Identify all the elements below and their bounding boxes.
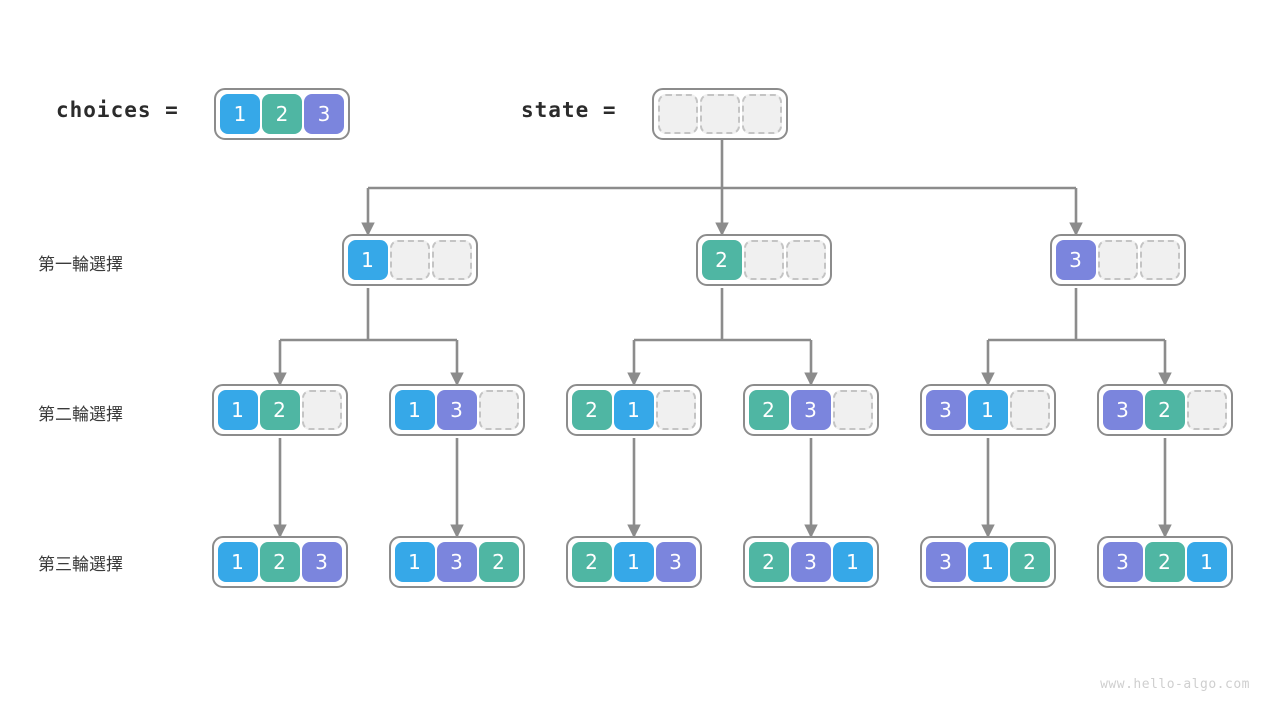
round-2-n3-cell-empty bbox=[655, 390, 696, 430]
round-2-n2-cell-1: 1 bbox=[394, 390, 435, 430]
round-2-n1-cell-1: 1 bbox=[217, 390, 258, 430]
round-2-n5-cell-3: 3 bbox=[925, 390, 966, 430]
round-2-n4-cell-empty bbox=[832, 390, 873, 430]
state-array-round-1-node-3: 3 bbox=[1049, 234, 1186, 286]
round-2-n4-cell-3: 3 bbox=[790, 390, 831, 430]
watermark: www.hello-algo.com bbox=[1100, 677, 1250, 692]
round-3-n1-cell-1: 1 bbox=[217, 542, 258, 582]
round-2-n3-cell-1: 1 bbox=[613, 390, 654, 430]
state-cell-empty bbox=[700, 94, 740, 134]
round-3-n2-cell-1: 1 bbox=[394, 542, 435, 582]
state-label: state = bbox=[521, 98, 617, 122]
round-2-n6-cell-3: 3 bbox=[1102, 390, 1143, 430]
round-2-n1-cell-2: 2 bbox=[259, 390, 300, 430]
round-2-n3-cell-2: 2 bbox=[571, 390, 612, 430]
round-3-n5-cell-1: 1 bbox=[967, 542, 1008, 582]
round-2-n5-cell-1: 1 bbox=[967, 390, 1008, 430]
round-2-n6-cell-2: 2 bbox=[1144, 390, 1185, 430]
round-3-n4-cell-2: 2 bbox=[748, 542, 789, 582]
round-3-n5-cell-3: 3 bbox=[925, 542, 966, 582]
round-1-n2-cell-empty bbox=[743, 240, 784, 280]
round-3-n3-cell-3: 3 bbox=[655, 542, 696, 582]
round-2-n2-cell-3: 3 bbox=[436, 390, 477, 430]
round-1-n3-cell-empty bbox=[1097, 240, 1138, 280]
row-label-round-3: 第三輪選擇 bbox=[38, 555, 123, 575]
round-1-n3-cell-empty bbox=[1139, 240, 1180, 280]
round-3-n1-cell-2: 2 bbox=[259, 542, 300, 582]
round-3-n2-cell-2: 2 bbox=[478, 542, 519, 582]
round-2-n5-cell-empty bbox=[1009, 390, 1050, 430]
state-array bbox=[652, 88, 788, 140]
round-3-n3-cell-1: 1 bbox=[613, 542, 654, 582]
round-1-n1-cell-1: 1 bbox=[347, 240, 388, 280]
round-1-n1-cell-empty bbox=[389, 240, 430, 280]
round-3-n6-cell-2: 2 bbox=[1144, 542, 1185, 582]
round-1-n3-cell-3: 3 bbox=[1055, 240, 1096, 280]
round-3-n6-cell-3: 3 bbox=[1102, 542, 1143, 582]
state-cell-empty bbox=[658, 94, 698, 134]
round-2-n6-cell-empty bbox=[1186, 390, 1227, 430]
state-array-round-1-node-2: 2 bbox=[695, 234, 832, 286]
round-1-n1-cell-empty bbox=[431, 240, 472, 280]
state-array-round-1-node-1: 1 bbox=[341, 234, 478, 286]
state-cell-empty bbox=[742, 94, 782, 134]
row-label-round-2: 第二輪選擇 bbox=[38, 405, 123, 425]
round-2-n4-cell-2: 2 bbox=[748, 390, 789, 430]
round-3-n1-cell-3: 3 bbox=[301, 542, 342, 582]
round-2-n2-cell-empty bbox=[478, 390, 519, 430]
round-1-n2-cell-2: 2 bbox=[701, 240, 742, 280]
choices-cell-1: 1 bbox=[220, 94, 260, 134]
choices-label: choices = bbox=[56, 98, 179, 122]
choices-cell-3: 3 bbox=[304, 94, 344, 134]
round-3-n5-cell-2: 2 bbox=[1009, 542, 1050, 582]
round-3-n4-cell-1: 1 bbox=[832, 542, 873, 582]
round-1-n2-cell-empty bbox=[785, 240, 826, 280]
round-3-n6-cell-1: 1 bbox=[1186, 542, 1227, 582]
choices-cell-2: 2 bbox=[262, 94, 302, 134]
round-3-n2-cell-3: 3 bbox=[436, 542, 477, 582]
row-label-round-1: 第一輪選擇 bbox=[38, 255, 123, 275]
round-3-n3-cell-2: 2 bbox=[571, 542, 612, 582]
round-2-n1-cell-empty bbox=[301, 390, 342, 430]
round-3-n4-cell-3: 3 bbox=[790, 542, 831, 582]
